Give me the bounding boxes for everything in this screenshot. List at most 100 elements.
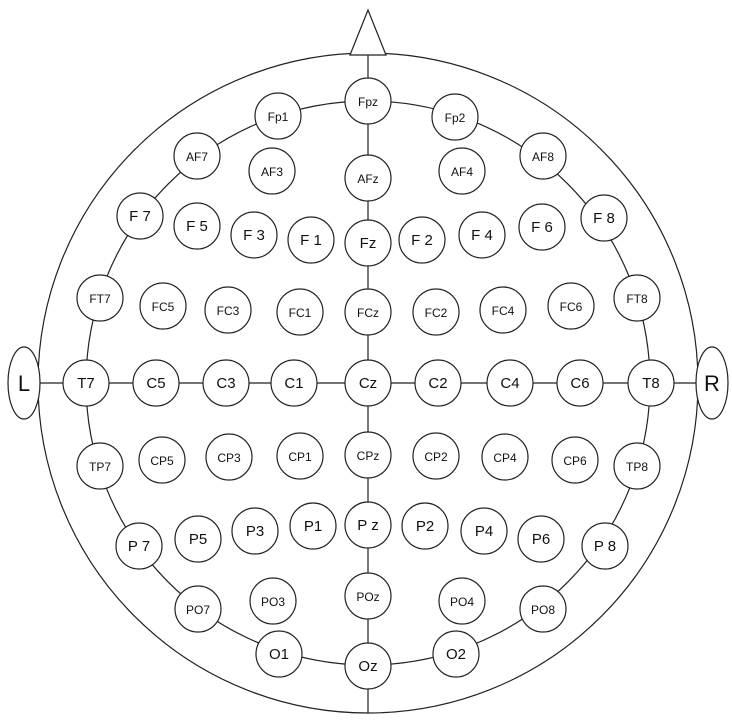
electrode-label: PO4 — [450, 595, 474, 609]
electrode-circle — [518, 203, 566, 251]
electrode-label: AF8 — [532, 150, 554, 164]
electrode-po3: PO3 — [249, 577, 297, 625]
electrode-f7: F 7 — [116, 192, 164, 240]
electrode-label: P4 — [475, 523, 493, 540]
electrode-label: O2 — [446, 646, 466, 663]
electrode-label: F 3 — [243, 227, 265, 244]
electrode-circle — [344, 77, 392, 125]
electrode-fp2: Fp2 — [431, 93, 479, 141]
electrode-label: P 8 — [594, 538, 616, 555]
electrode-circle — [115, 522, 163, 570]
electrode-circle — [344, 572, 392, 620]
electrode-circle — [438, 577, 486, 625]
electrode-label: F 2 — [411, 232, 433, 249]
electrode-fp1: Fp1 — [254, 92, 302, 140]
electrode-label: AF4 — [451, 165, 473, 179]
electrode-c4: C4 — [486, 359, 534, 407]
electrode-c2: C2 — [414, 359, 462, 407]
electrode-label: C4 — [500, 375, 519, 392]
electrode-af4: AF4 — [438, 147, 486, 195]
electrode-cpz: CPz — [344, 431, 392, 479]
electrode-circle — [551, 436, 599, 484]
right-label: R — [704, 371, 720, 396]
electrode-label: O1 — [269, 646, 289, 663]
electrode-circle — [401, 502, 449, 550]
electrode-circle — [287, 216, 335, 264]
electrode-c1: C1 — [270, 359, 318, 407]
electrode-label: T7 — [77, 375, 95, 392]
electrode-circle — [344, 359, 392, 407]
electrode-fz: Fz — [344, 219, 392, 267]
electrode-fc2: FC2 — [412, 288, 460, 336]
electrode-circle — [205, 433, 253, 481]
electrode-p6: P6 — [517, 515, 565, 563]
electrode-circle — [289, 502, 337, 550]
electrode-pz: P z — [344, 501, 392, 549]
electrode-t7: T7 — [62, 359, 110, 407]
electrode-circle — [547, 282, 595, 330]
electrode-f4: F 4 — [458, 211, 506, 259]
electrode-t8: T8 — [627, 359, 675, 407]
electrode-circle — [344, 642, 392, 690]
electrode-label: POz — [356, 590, 379, 604]
electrode-c3: C3 — [202, 359, 250, 407]
electrode-label: Cz — [359, 375, 377, 392]
electrode-oz: Oz — [344, 642, 392, 690]
electrode-circle — [344, 219, 392, 267]
electrode-f3: F 3 — [230, 211, 278, 259]
electrode-f1: F 1 — [287, 216, 335, 264]
electrode-label: Fp1 — [268, 110, 289, 124]
electrode-circle — [412, 432, 460, 480]
electrode-f5: F 5 — [173, 202, 221, 250]
electrode-label: P1 — [304, 518, 322, 535]
electrode-circle — [254, 92, 302, 140]
electrode-label: FC6 — [560, 300, 583, 314]
electrode-circle — [414, 359, 462, 407]
electrode-circle — [174, 515, 222, 563]
electrode-circle — [627, 359, 675, 407]
electrode-circle — [173, 202, 221, 250]
electrode-circle — [517, 515, 565, 563]
electrode-ft8: FT8 — [613, 274, 661, 322]
electrode-circle — [132, 359, 180, 407]
electrode-circle — [481, 433, 529, 481]
electrode-label: P 7 — [128, 538, 150, 555]
electrode-circle — [231, 507, 279, 555]
electrode-label: F 1 — [300, 232, 322, 249]
electrode-label: FC3 — [217, 304, 240, 318]
electrode-fcz: FCz — [344, 288, 392, 336]
electrode-circle — [139, 282, 187, 330]
electrode-circle — [344, 431, 392, 479]
electrode-label: Fpz — [358, 95, 378, 109]
electrode-circle — [479, 286, 527, 334]
electrode-circle — [344, 154, 392, 202]
electrode-label: PO3 — [261, 595, 285, 609]
electrode-label: CP4 — [493, 451, 517, 465]
electrode-circle — [519, 585, 567, 633]
electrode-circle — [116, 192, 164, 240]
electrode-label: Fz — [360, 235, 377, 252]
electrode-circle — [174, 585, 222, 633]
electrode-label: TP8 — [626, 460, 648, 474]
electrode-ft7: FT7 — [76, 274, 124, 322]
electrode-cp5: CP5 — [138, 436, 186, 484]
electrode-tp7: TP7 — [76, 442, 124, 490]
electrode-circle — [344, 501, 392, 549]
electrode-label: CP2 — [424, 450, 448, 464]
electrode-label: C1 — [284, 375, 303, 392]
electrode-label: AFz — [357, 172, 378, 186]
electrode-label: TP7 — [89, 460, 111, 474]
electrode-af3: AF3 — [248, 147, 296, 195]
electrode-po7: PO7 — [174, 585, 222, 633]
electrode-p5: P5 — [174, 515, 222, 563]
electrode-af7: AF7 — [173, 132, 221, 180]
electrode-label: FCz — [357, 306, 379, 320]
electrode-label: Fp2 — [445, 111, 466, 125]
electrode-tp8: TP8 — [613, 442, 661, 490]
electrode-circle — [138, 436, 186, 484]
electrode-circle — [431, 93, 479, 141]
electrode-cp3: CP3 — [205, 433, 253, 481]
electrode-afz: AFz — [344, 154, 392, 202]
